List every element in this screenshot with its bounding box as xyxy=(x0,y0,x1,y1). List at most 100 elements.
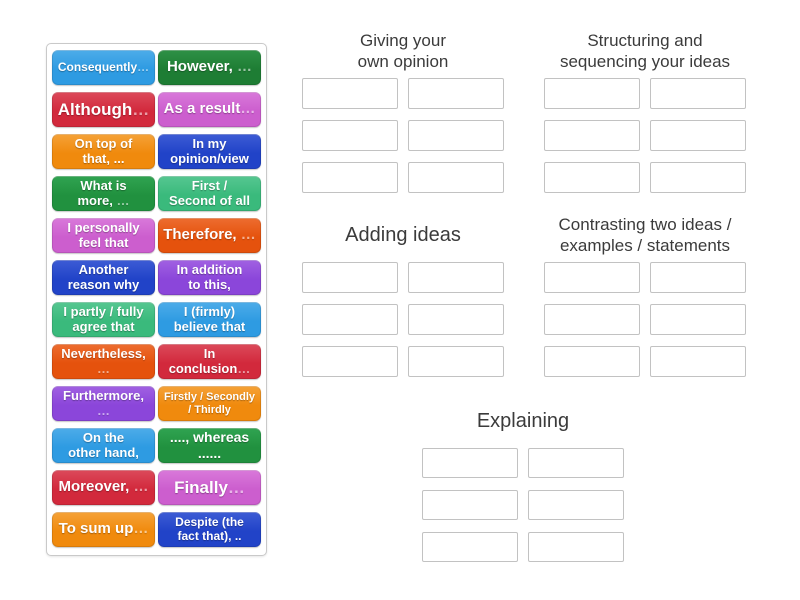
group-slots xyxy=(412,448,634,562)
truncation-ellipsis: … xyxy=(227,477,245,497)
draggable-tile[interactable]: I (firmly)believe that xyxy=(158,302,261,337)
drop-slot[interactable] xyxy=(544,78,640,109)
drop-slot[interactable] xyxy=(302,262,398,293)
drop-slot[interactable] xyxy=(408,304,504,335)
drop-slot[interactable] xyxy=(302,78,398,109)
drop-slot[interactable] xyxy=(302,304,398,335)
truncation-ellipsis: … xyxy=(97,360,110,376)
drop-slot[interactable] xyxy=(544,304,640,335)
drop-slot[interactable] xyxy=(528,532,624,562)
drop-slot[interactable] xyxy=(650,346,746,377)
drop-slot[interactable] xyxy=(650,162,746,193)
drop-slot[interactable] xyxy=(408,346,504,377)
group-slots xyxy=(290,78,516,193)
drop-slot[interactable] xyxy=(408,120,504,151)
tile-label: Moreover, … xyxy=(58,478,149,496)
truncation-ellipsis: … xyxy=(237,58,253,76)
drop-slot[interactable] xyxy=(650,120,746,151)
draggable-tile[interactable]: Firstly / Secondly/ Thirdly xyxy=(158,386,261,421)
tile-label: Firstly / Secondly/ Thirdly xyxy=(163,391,256,416)
tile-label: Although… xyxy=(57,99,150,119)
tile-label: I (firmly)believe that xyxy=(173,303,246,334)
tile-label: ...., whereas...... xyxy=(169,428,250,461)
drop-slot[interactable] xyxy=(422,532,518,562)
drop-slot[interactable] xyxy=(302,162,398,193)
draggable-tile[interactable]: However, … xyxy=(158,50,261,85)
truncation-ellipsis: … xyxy=(132,99,150,119)
drop-slot[interactable] xyxy=(650,262,746,293)
drop-slot[interactable] xyxy=(544,346,640,377)
tile-label: Nevertheless,… xyxy=(61,345,146,376)
draggable-tile[interactable]: Therefore, … xyxy=(158,218,261,253)
drop-slot[interactable] xyxy=(544,120,640,151)
tile-label: Consequently… xyxy=(57,59,150,74)
draggable-tile[interactable]: To sum up… xyxy=(52,512,155,547)
drop-slot[interactable] xyxy=(544,162,640,193)
truncation-ellipsis: … xyxy=(240,100,256,118)
truncation-ellipsis: … xyxy=(237,360,251,376)
drop-slot[interactable] xyxy=(422,448,518,478)
tile-label: However, … xyxy=(166,58,253,76)
group-adding-ideas: Adding ideas xyxy=(290,212,516,377)
draggable-tile[interactable]: ...., whereas...... xyxy=(158,428,261,463)
draggable-tile[interactable]: First /Second of all xyxy=(158,176,261,211)
draggable-tile[interactable]: Furthermore,… xyxy=(52,386,155,421)
draggable-tile[interactable]: Finally… xyxy=(158,470,261,505)
tile-label: Therefore, … xyxy=(163,226,256,244)
truncation-ellipsis: … xyxy=(116,192,130,208)
draggable-tile[interactable]: Consequently… xyxy=(52,50,155,85)
drop-slot[interactable] xyxy=(302,346,398,377)
draggable-tile[interactable]: As a result… xyxy=(158,92,261,127)
group-contrasting-two-ideas: Contrasting two ideas / examples / state… xyxy=(531,212,759,377)
drop-slot[interactable] xyxy=(408,162,504,193)
drop-slot[interactable] xyxy=(544,262,640,293)
drop-slot[interactable] xyxy=(408,78,504,109)
draggable-tile[interactable]: Nevertheless,… xyxy=(52,344,155,379)
group-structuring-and-sequencing: Structuring and sequencing your ideas xyxy=(531,28,759,193)
drop-slot[interactable] xyxy=(528,448,624,478)
truncation-ellipsis: … xyxy=(133,478,149,496)
group-title: Adding ideas xyxy=(345,223,461,246)
group-title: Contrasting two ideas / examples / state… xyxy=(558,215,732,255)
group-title: Giving your own opinion xyxy=(357,31,449,71)
group-slots xyxy=(290,262,516,377)
word-tray: Consequently… However, … Although… As a res… xyxy=(46,43,267,556)
truncation-ellipsis: … xyxy=(97,402,110,418)
drop-slot[interactable] xyxy=(528,490,624,520)
drop-slot[interactable] xyxy=(408,262,504,293)
group-slots xyxy=(531,78,759,193)
tile-label: To sum up… xyxy=(58,520,149,538)
tile-label: First /Second of all xyxy=(169,177,250,208)
drop-slot[interactable] xyxy=(650,304,746,335)
word-tray-grid: Consequently… However, … Although… As a res… xyxy=(52,50,261,547)
drop-slot[interactable] xyxy=(302,120,398,151)
drop-slot[interactable] xyxy=(422,490,518,520)
group-giving-your-own-opinion: Giving your own opinion xyxy=(290,28,516,193)
drop-slot[interactable] xyxy=(650,78,746,109)
tile-label: As a result… xyxy=(163,100,256,118)
group-slots xyxy=(531,262,759,377)
draggable-tile[interactable]: Moreover, … xyxy=(52,470,155,505)
group-title: Structuring and sequencing your ideas xyxy=(559,31,731,71)
group-explaining: Explaining xyxy=(412,404,634,562)
tile-label: Furthermore,… xyxy=(63,387,144,418)
truncation-ellipsis: … xyxy=(133,520,149,538)
draggable-tile[interactable]: Although… xyxy=(52,92,155,127)
